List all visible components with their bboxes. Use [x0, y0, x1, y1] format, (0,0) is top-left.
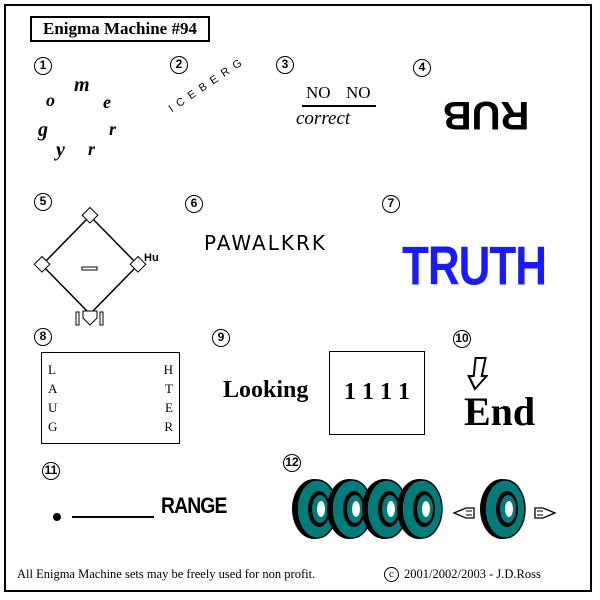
p8-letter: A	[48, 381, 58, 396]
p7-truth-graphic: TRUTH	[394, 224, 554, 306]
p8-letter: T	[165, 381, 173, 396]
p11-line	[72, 516, 154, 518]
puzzle-number-3: 3	[276, 56, 294, 74]
puzzle-number-7: 7	[382, 195, 400, 213]
p3-no-left: NO	[306, 83, 331, 102]
p8-right-column: H T E R	[164, 360, 173, 436]
p3-correct: correct	[296, 108, 351, 129]
p1-letter-m: m	[74, 74, 90, 96]
p6-pawalkrk: PAWALKRK	[204, 231, 328, 255]
p8-left-column: L A U G	[48, 360, 57, 436]
puzzle-number-4: 4	[413, 59, 431, 77]
arrow-down-icon	[467, 357, 488, 391]
p11-range: RANGE	[161, 493, 227, 518]
p10-end: End	[464, 389, 536, 434]
puzzle-number-2: 2	[170, 56, 188, 74]
p8-letter: G	[48, 419, 58, 434]
p8-laughter-box: L A U G H T E R	[41, 352, 180, 444]
p8-letter: R	[164, 419, 173, 434]
p7-truth-text: TRUTH	[401, 235, 547, 297]
pointing-hand-right-icon	[534, 507, 557, 519]
p1-letter-r2: r	[88, 139, 96, 159]
p1-letter-r1: r	[109, 119, 117, 139]
puzzle-number-12: 12	[283, 454, 301, 472]
p9-boxed-ones: 1 1 1 1	[329, 351, 425, 435]
p1-letter-o: o	[46, 90, 55, 110]
p8-letter: H	[163, 362, 173, 377]
p5-hu-label: Hu	[144, 252, 159, 264]
puzzle-number-8: 8	[34, 328, 52, 346]
p3-no-right: NO	[346, 83, 371, 102]
puzzle-number-1: 1	[34, 57, 52, 75]
pointing-hand-left-icon	[452, 507, 475, 519]
p3-fraction-line	[302, 105, 376, 107]
p12-tires-graphic	[291, 478, 557, 540]
footer-copyright: 2001/2002/2003 - J.D.Ross	[404, 567, 541, 581]
p11-dot	[53, 513, 61, 521]
page-frame	[4, 4, 592, 592]
p5-baseball-diamond	[33, 206, 147, 326]
copyright-icon: c	[384, 567, 399, 582]
page-title: Enigma Machine #94	[30, 16, 210, 42]
p8-letter: E	[165, 400, 173, 415]
p1-letter-e: e	[103, 92, 111, 112]
p1-letter-g: g	[38, 119, 48, 141]
p4-rub-text: RUB	[442, 93, 530, 137]
p9-looking: Looking	[223, 377, 309, 403]
puzzle-number-5: 5	[34, 193, 52, 211]
puzzle-number-11: 11	[42, 462, 60, 480]
puzzle-number-6: 6	[185, 195, 203, 213]
puzzle-number-9: 9	[212, 329, 230, 347]
footer-license: All Enigma Machine sets may be freely us…	[17, 567, 316, 581]
p8-letter: U	[48, 400, 58, 415]
p1-letter-y: y	[56, 139, 65, 161]
puzzle-number-10: 10	[453, 330, 471, 348]
p8-letter: L	[48, 362, 56, 377]
